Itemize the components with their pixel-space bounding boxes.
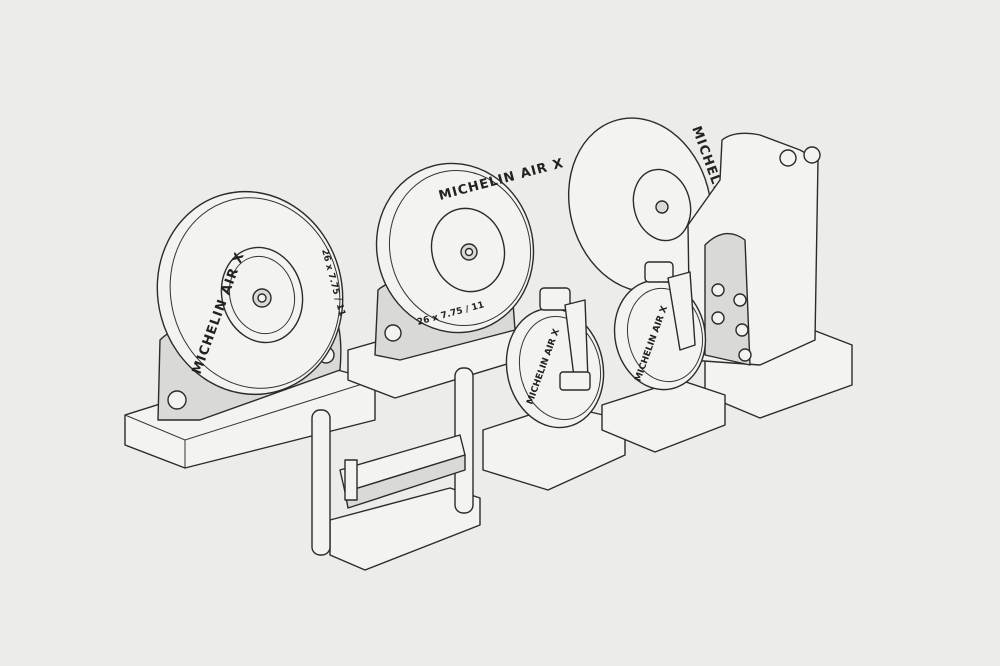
strut-assembly [687,132,853,419]
small-wheel-2: MICHELIN AIR X [601,261,726,453]
middle-wheel-assembly: MICHELIN AIR X 26 x 7.75 / 11 [347,156,566,399]
small-wheel-1: MICHELIN AIR X [482,287,626,491]
bracket-base-block [329,487,481,571]
left-wheel-assembly: MICHELIN AIR X 26 x 7.75 / 11 [124,190,376,469]
bracket-assembly [311,367,481,571]
